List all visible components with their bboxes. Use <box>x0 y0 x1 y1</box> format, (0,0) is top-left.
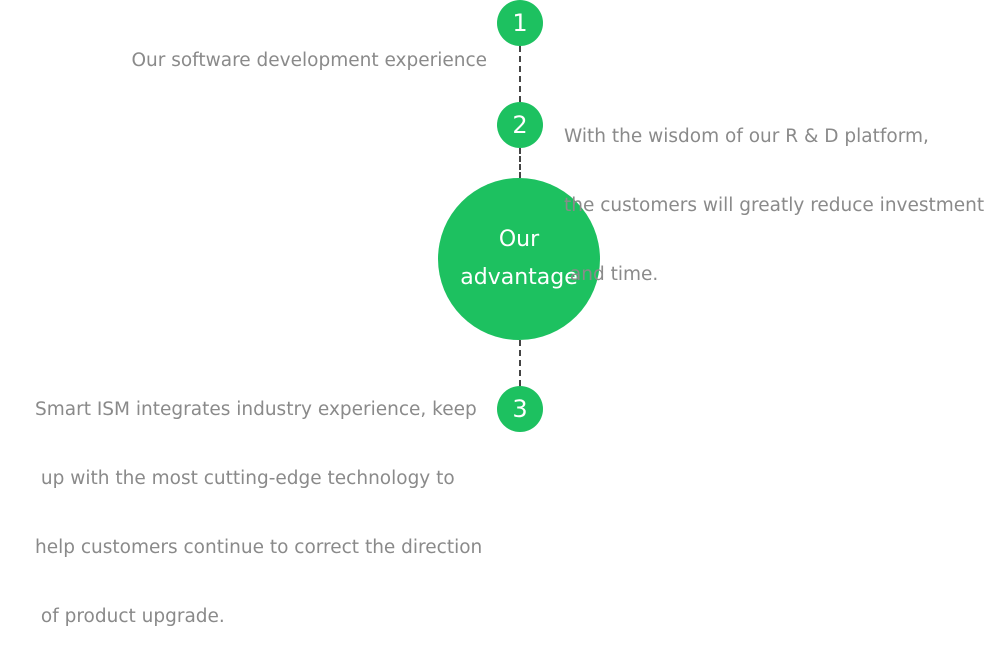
text-line: of product upgrade. <box>35 605 225 627</box>
center-circle: Our advantage <box>438 178 600 340</box>
text-line: the customers will greatly reduce invest… <box>564 194 985 216</box>
step-1-badge: 1 <box>497 0 543 46</box>
step-3-text: Smart ISM integrates industry experience… <box>35 358 482 669</box>
text-line: and time. <box>564 263 659 285</box>
step-3-badge: 3 <box>497 386 543 432</box>
step-2-text: With the wisdom of our R & D platform, t… <box>564 85 984 327</box>
text-line: Smart ISM integrates industry experience… <box>35 398 477 420</box>
text-line: help customers continue to correct the d… <box>35 536 483 558</box>
connector-line <box>519 148 521 178</box>
text-line: With the wisdom of our R & D platform, <box>564 125 929 147</box>
step-2-badge: 2 <box>497 102 543 148</box>
center-title-line2: advantage <box>460 265 578 290</box>
connector-line <box>519 340 521 386</box>
step-1-text: Our software development experience <box>131 9 487 113</box>
connector-line <box>519 46 521 102</box>
text-line: up with the most cutting-edge technology… <box>35 467 455 489</box>
center-title-line1: Our <box>498 227 540 252</box>
text-line: Our software development experience <box>131 49 487 71</box>
